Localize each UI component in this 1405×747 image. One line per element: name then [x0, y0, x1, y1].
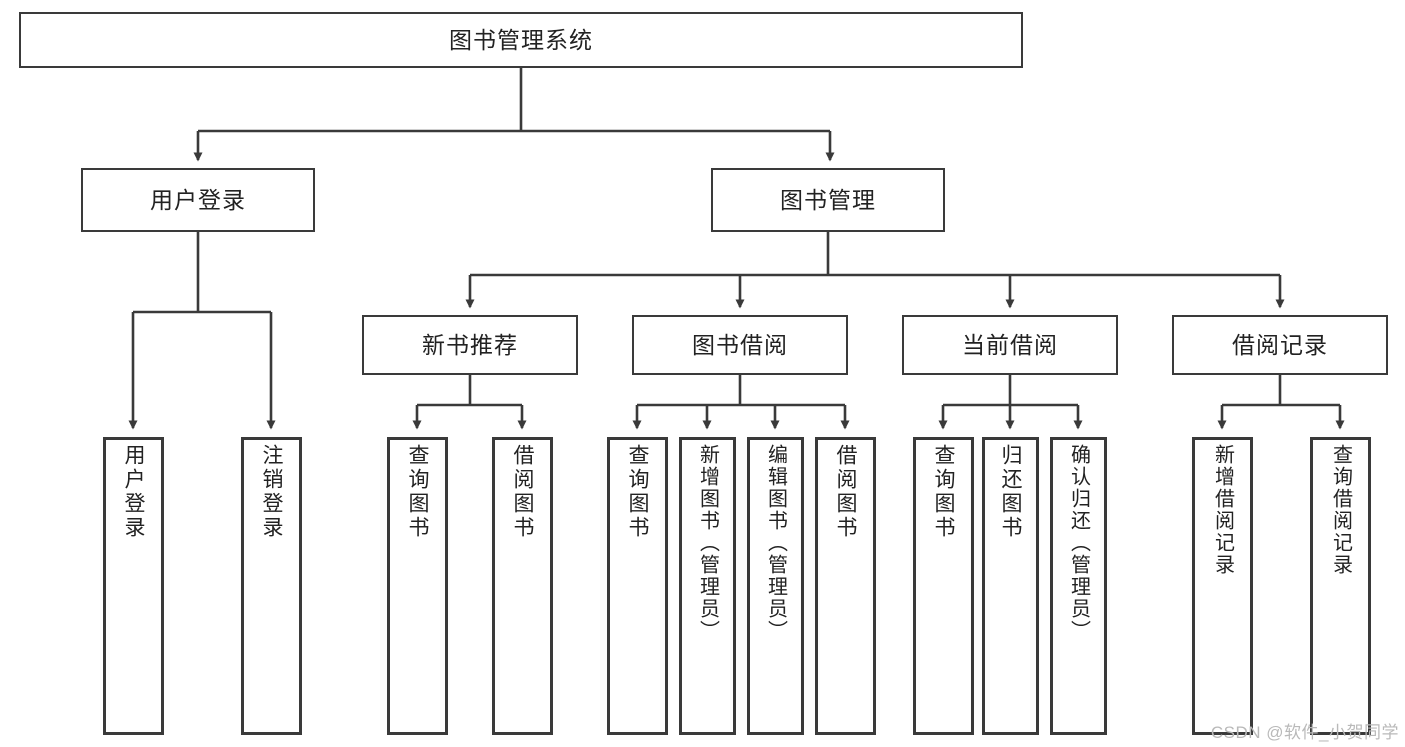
node-new-book-recommend[interactable]: 新书推荐 [362, 315, 578, 375]
leaf-query-book-borrow[interactable]: 查询图书 [607, 437, 668, 735]
node-user-login[interactable]: 用户登录 [81, 168, 315, 232]
leaf-query-book-recommend[interactable]: 查询图书 [387, 437, 448, 735]
leaf-user-login[interactable]: 用户登录 [103, 437, 164, 735]
node-label: 图书管理 [780, 186, 876, 213]
leaf-query-book-current[interactable]: 查询图书 [913, 437, 974, 735]
csdn-watermark: CSDN @软件_小贺同学 [1210, 723, 1399, 742]
node-label: 用户登录 [150, 186, 246, 213]
node-current-borrow[interactable]: 当前借阅 [902, 315, 1118, 375]
leaf-borrow-book[interactable]: 借阅图书 [815, 437, 876, 735]
leaf-label: 编辑图书（管理员） [764, 444, 787, 642]
leaf-edit-book-admin[interactable]: 编辑图书（管理员） [747, 437, 804, 735]
leaf-label: 查询图书 [406, 444, 429, 540]
leaf-add-borrow-record[interactable]: 新增借阅记录 [1192, 437, 1253, 735]
node-borrow-record[interactable]: 借阅记录 [1172, 315, 1388, 375]
node-label: 图书借阅 [692, 331, 788, 358]
node-book-borrow[interactable]: 图书借阅 [632, 315, 848, 375]
leaf-confirm-return-admin[interactable]: 确认归还（管理员） [1050, 437, 1107, 735]
leaf-borrow-book-recommend[interactable]: 借阅图书 [492, 437, 553, 735]
node-label: 图书管理系统 [449, 26, 593, 53]
leaf-label: 查询借阅记录 [1329, 444, 1352, 576]
leaf-label: 借阅图书 [511, 444, 534, 540]
leaf-label: 新增图书（管理员） [696, 444, 719, 642]
leaf-label: 新增借阅记录 [1211, 444, 1234, 576]
node-label: 借阅记录 [1232, 331, 1328, 358]
leaf-label: 借阅图书 [834, 444, 857, 540]
leaf-add-book-admin[interactable]: 新增图书（管理员） [679, 437, 736, 735]
leaf-label: 查询图书 [932, 444, 955, 540]
leaf-label: 查询图书 [626, 444, 649, 540]
leaf-label: 用户登录 [122, 444, 145, 540]
node-label: 当前借阅 [962, 331, 1058, 358]
node-root-system[interactable]: 图书管理系统 [19, 12, 1023, 68]
node-book-management[interactable]: 图书管理 [711, 168, 945, 232]
leaf-label: 归还图书 [999, 444, 1022, 540]
leaf-return-book[interactable]: 归还图书 [982, 437, 1039, 735]
leaf-label: 确认归还（管理员） [1067, 444, 1090, 642]
leaf-logout[interactable]: 注销登录 [241, 437, 302, 735]
node-label: 新书推荐 [422, 331, 518, 358]
leaf-label: 注销登录 [260, 444, 283, 540]
leaf-query-borrow-record[interactable]: 查询借阅记录 [1310, 437, 1371, 735]
